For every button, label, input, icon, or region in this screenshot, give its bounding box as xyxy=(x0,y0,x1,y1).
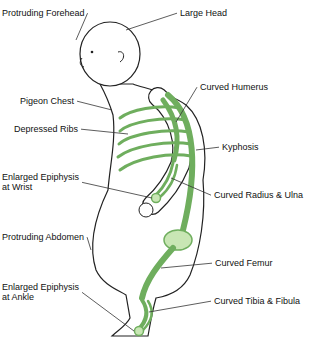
part-label: Protruding Abdomen xyxy=(2,232,84,242)
ear xyxy=(118,52,124,62)
arm-outline xyxy=(152,97,182,205)
arm-fill xyxy=(152,97,182,205)
leader-line xyxy=(171,178,211,195)
part-label: Curved Humerus xyxy=(200,82,268,92)
part-label: Enlarged Epiphysis at Ankle xyxy=(2,282,84,303)
hand xyxy=(139,203,153,217)
ankle-epiphysis xyxy=(135,327,144,336)
rib xyxy=(120,155,191,170)
skeleton xyxy=(118,95,192,336)
part-label: Protruding Forehead xyxy=(2,8,85,18)
eye xyxy=(91,51,94,54)
pelvis xyxy=(164,230,192,250)
part-label: Curved Radius & Ulna xyxy=(214,190,303,200)
part-label: Enlarged Epiphysis at Wrist xyxy=(2,172,84,193)
leader-line xyxy=(161,263,212,268)
leader-line xyxy=(149,301,211,312)
wrist-epiphysis xyxy=(152,194,161,203)
leader-line xyxy=(126,13,177,30)
part-label: Pigeon Chest xyxy=(20,96,74,106)
face-detail xyxy=(80,58,84,67)
child-figure xyxy=(80,22,205,336)
body-outline xyxy=(93,84,205,336)
leader-line xyxy=(81,129,128,134)
femur xyxy=(142,248,173,298)
part-label: Kyphosis xyxy=(222,142,259,152)
fibula xyxy=(143,301,152,330)
leader-line xyxy=(196,147,219,150)
humerus xyxy=(163,100,177,160)
radius xyxy=(156,163,173,195)
part-label: Depressed Ribs xyxy=(14,124,78,134)
ulna xyxy=(160,165,177,197)
part-label: Large Head xyxy=(180,8,227,18)
part-label: Curved Tibia & Fibula xyxy=(214,296,300,306)
tibia xyxy=(138,300,146,330)
leader-line xyxy=(77,101,112,110)
leader-line xyxy=(82,182,152,198)
leader-line xyxy=(87,237,91,250)
part-label: Curved Femur xyxy=(215,258,273,268)
leader-line xyxy=(176,87,197,122)
head-outline xyxy=(80,22,140,86)
leader-line xyxy=(82,292,134,331)
